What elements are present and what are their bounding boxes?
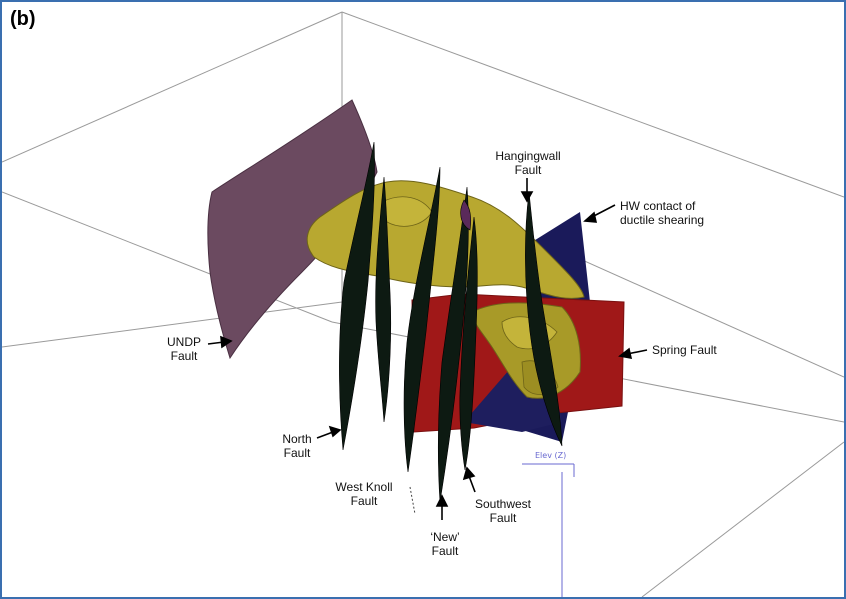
spring-fault-label: Spring Fault <box>652 343 717 357</box>
label-arrows <box>207 178 648 520</box>
panel-label: (b) <box>10 8 36 30</box>
new-fault-label: ‘New’ Fault <box>430 530 460 558</box>
west-knoll-fault-label: West Knoll Fault <box>335 480 393 508</box>
elev-axis-label: Elev (Z) <box>535 451 567 460</box>
fault-surfaces <box>339 141 563 503</box>
north-fault-surface <box>339 141 375 451</box>
hangingwall-fault-label: Hangingwall Fault <box>495 149 561 177</box>
hw-contact-label: HW contact of ductile shearing <box>620 199 705 227</box>
southwest-fault-surface <box>459 216 478 471</box>
west-knoll-leader <box>409 486 416 515</box>
north-fault-label: North Fault <box>282 432 312 460</box>
west-knoll-fault-surface <box>403 166 441 473</box>
undp-fault-surface <box>207 99 378 360</box>
hangingwall-fault-surface <box>525 191 563 447</box>
elevation-axis <box>522 463 575 597</box>
southwest-fault-label: Southwest Fault <box>474 497 532 525</box>
undp-fault-label: UNDP Fault <box>166 335 201 363</box>
